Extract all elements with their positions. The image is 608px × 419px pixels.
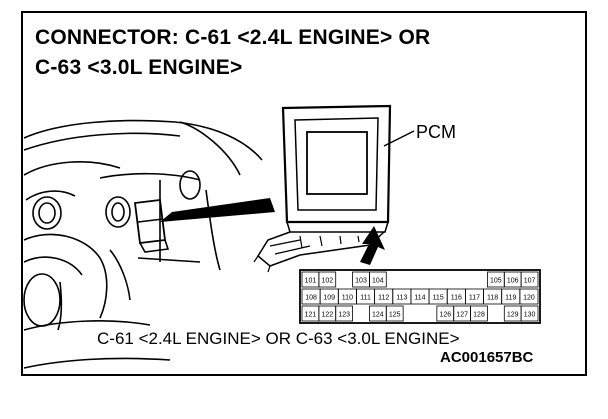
pcm-label: PCM: [416, 122, 456, 142]
pin-number: 127: [456, 312, 468, 319]
connector-cell: [385, 305, 404, 322]
pin-number: 109: [323, 295, 335, 302]
pin-number: 104: [372, 278, 384, 285]
connector-cell: [318, 271, 337, 288]
pin-number: 119: [505, 295, 516, 302]
callout-beam: [160, 198, 275, 222]
pin-number: 126: [439, 312, 451, 319]
pin-number: 112: [378, 295, 389, 302]
title-line-1: CONNECTOR: C-61 <2.4L ENGINE> OR: [35, 26, 431, 49]
pin-number: 106: [507, 278, 519, 285]
connector-cell: [470, 305, 488, 322]
pin-number: 101: [305, 278, 317, 285]
pin-number: 128: [473, 312, 485, 319]
pin-number: 118: [487, 295, 498, 302]
dashboard-illustration: [23, 119, 263, 369]
figure-frame: [21, 11, 587, 376]
pin-number: 108: [305, 295, 317, 302]
pin-number: 111: [360, 295, 371, 302]
pin-number: 123: [338, 312, 350, 319]
pin-number: 103: [355, 278, 367, 285]
pin-number: 121: [305, 312, 317, 319]
title-line-2: C-63 <3.0L ENGINE>: [35, 56, 243, 79]
pin-number: 117: [469, 295, 480, 302]
pin-number: 105: [490, 278, 502, 285]
pin-number: 130: [524, 312, 536, 319]
connector-cell: [520, 305, 539, 322]
pin-number: 113: [396, 295, 407, 302]
pin-number: 125: [389, 312, 401, 319]
pin-number: 116: [451, 295, 462, 302]
pin-number: 114: [414, 295, 425, 302]
connector-cell: [519, 288, 539, 305]
pin-number: 120: [523, 295, 535, 302]
connector-cell: [335, 305, 353, 322]
figure-id: AC001657BC: [440, 349, 534, 366]
pcm-leader-line: [383, 130, 415, 147]
connector-caption: C-61 <2.4L ENGINE> OR C-63 <3.0L ENGINE>: [97, 329, 460, 348]
pin-number: 110: [342, 295, 353, 302]
pin-number: 102: [321, 278, 333, 285]
arrow-icon: [360, 226, 385, 265]
pin-number: 124: [372, 312, 384, 319]
pin-number: 115: [433, 295, 444, 302]
connector-cell: [369, 271, 387, 288]
connector-outline: [299, 269, 541, 324]
connector-face: 101 102 103 104 105 106 107 108 109 110 111 112 113 1…: [299, 269, 541, 324]
pin-number: 129: [507, 312, 519, 319]
pin-number: 122: [321, 312, 333, 319]
connector-cell: [520, 271, 539, 288]
pin-number: 107: [524, 278, 536, 285]
